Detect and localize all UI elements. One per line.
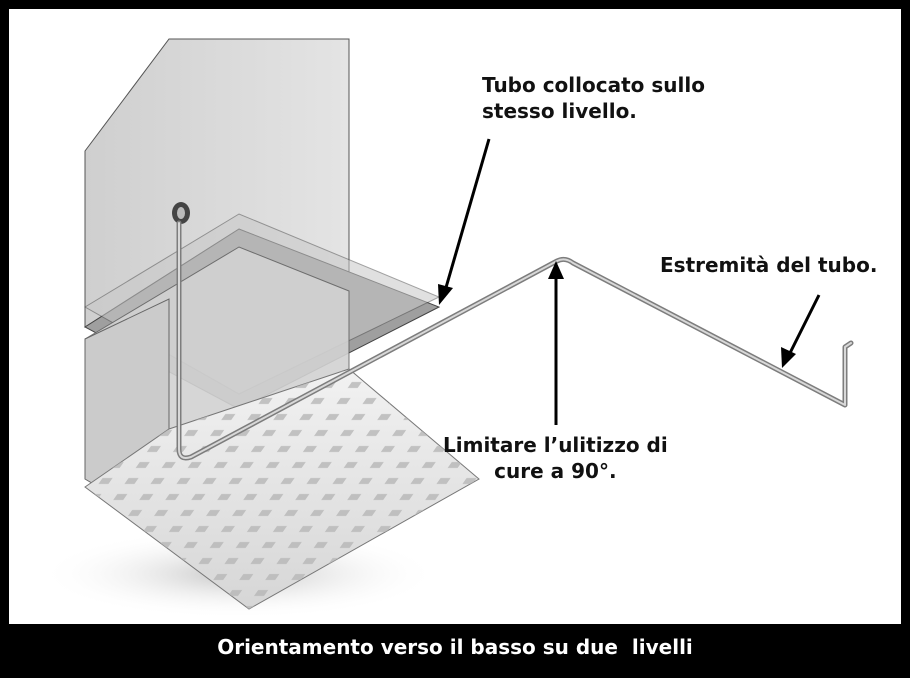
arrow-to-pipe-end [781,294,821,368]
installation-illustration [39,38,854,619]
label-pipe-same-level-line-1: Tubo collocato sullo [482,73,705,97]
arrow-to-bend [548,261,564,425]
label-pipe-same-level: Tubo collocato sullo stesso livello. [482,72,705,124]
label-pipe-same-level-line-2: stesso livello. [482,99,637,123]
label-pipe-end: Estremità del tubo. [660,253,878,277]
caption-text: Orientamento verso il basso su due livel… [217,634,693,659]
label-limit-bends-line-2: cure a 90°. [494,459,617,483]
pipe-route-highlight [178,222,852,459]
drain-outlet-fitting [172,202,190,224]
label-limit-bends: Limitare l’ulitizzo di cure a 90°. [443,432,668,484]
arrow-to-pipe-level [438,138,491,305]
label-limit-bends-line-1: Limitare l’ulitizzo di [443,433,668,457]
caption-bar: Orientamento verso il basso su due livel… [9,624,901,669]
lower-floor-tiles [85,369,479,609]
